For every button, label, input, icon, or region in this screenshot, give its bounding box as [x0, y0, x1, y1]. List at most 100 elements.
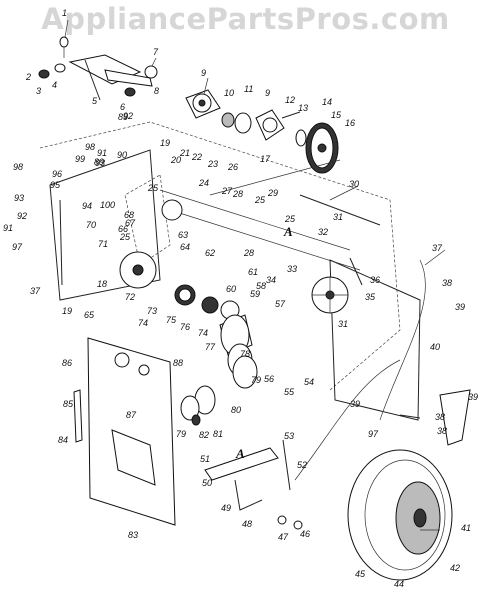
callout-28b: 28: [243, 248, 254, 258]
callout-12: 12: [285, 95, 295, 105]
callout-35: 35: [365, 292, 376, 302]
callout-37b: 37: [432, 243, 443, 253]
callout-A2: A: [235, 446, 245, 461]
tire-wheel: [347, 449, 453, 581]
callout-11: 11: [244, 84, 253, 94]
callout-65: 65: [84, 310, 95, 320]
callout-25d: 25: [284, 214, 296, 224]
callout-1: 1: [62, 8, 67, 18]
callout-49: 49: [221, 503, 231, 513]
callout-70: 70: [86, 220, 96, 230]
callout-91a: 91: [97, 148, 107, 158]
callout-28a: 28: [232, 189, 243, 199]
callout-73: 73: [147, 306, 157, 316]
callout-80: 80: [231, 405, 241, 415]
callout-24: 24: [198, 178, 209, 188]
callout-45: 45: [355, 569, 366, 579]
callout-52: 52: [297, 460, 307, 470]
callout-23: 23: [207, 159, 218, 169]
callout-36: 36: [370, 275, 380, 285]
callout-72: 72: [125, 292, 135, 302]
callout-30: 30: [349, 179, 359, 189]
callout-53: 53: [284, 431, 294, 441]
callout-16: 16: [345, 118, 355, 128]
callout-46: 46: [300, 529, 310, 539]
callout-38c: 38: [437, 426, 447, 436]
callout-37a: 37: [30, 286, 41, 296]
callout-13: 13: [298, 103, 308, 113]
callout-96: 96: [52, 169, 62, 179]
callout-57: 57: [275, 299, 286, 309]
callout-42: 42: [450, 563, 460, 573]
callout-15: 15: [331, 110, 342, 120]
callout-74b: 74: [198, 328, 208, 338]
callout-89a: 89: [118, 112, 128, 122]
callout-3: 3: [36, 86, 41, 96]
callout-19b: 19: [62, 306, 72, 316]
callout-79b: 79: [176, 429, 186, 439]
callout-89b: 89: [94, 157, 104, 167]
callout-86: 86: [62, 358, 72, 368]
lever-assembly: [204, 259, 426, 530]
callout-40: 40: [430, 342, 440, 352]
callout-81: 81: [213, 429, 223, 439]
callout-66: 66: [118, 224, 128, 234]
callout-90: 90: [117, 150, 127, 160]
callout-88: 88: [173, 358, 183, 368]
callout-4: 4: [52, 80, 57, 90]
callout-97a: 97: [12, 242, 23, 252]
callout-93a: 93: [95, 158, 105, 168]
callout-7: 7: [153, 47, 159, 57]
callout-64: 64: [180, 242, 190, 252]
callout-44: 44: [394, 579, 404, 589]
main-frame: [39, 121, 421, 421]
callout-97b: 97: [368, 429, 379, 439]
wheel-bracket: [399, 389, 471, 446]
callout-19a: 19: [160, 138, 170, 148]
callout-98b: 98: [85, 142, 95, 152]
callout-26: 26: [227, 162, 238, 172]
pulley-group: [185, 89, 339, 174]
callout-18: 18: [97, 279, 107, 289]
callout-25a: 25: [147, 183, 159, 193]
callout-38b: 38: [435, 412, 445, 422]
callout-39a: 39: [455, 302, 465, 312]
callout-56: 56: [264, 374, 274, 384]
callout-2: 2: [25, 72, 31, 82]
callout-17: 17: [260, 154, 271, 164]
callout-47: 47: [278, 532, 289, 542]
callout-39c: 39: [468, 392, 478, 402]
callout-34: 34: [266, 275, 276, 285]
callout-68: 68: [124, 210, 134, 220]
callout-63: 63: [178, 230, 188, 240]
callout-58: 58: [256, 281, 266, 291]
callout-39b: 39: [350, 399, 360, 409]
callout-A1: A: [283, 224, 293, 239]
callout-6: 6: [120, 102, 125, 112]
side-plate: [59, 199, 176, 526]
callout-50: 50: [202, 478, 212, 488]
callout-82: 82: [199, 430, 209, 440]
callout-85: 85: [63, 399, 74, 409]
callout-25c: 25: [254, 195, 266, 205]
axle-hub: [311, 257, 363, 314]
callout-32: 32: [318, 227, 328, 237]
callout-95: 95: [50, 180, 61, 190]
callout-78: 78: [240, 349, 250, 359]
callout-91b: 91: [3, 223, 13, 233]
callout-31b: 31: [338, 319, 348, 329]
callout-99: 99: [75, 154, 85, 164]
callout-10: 10: [224, 88, 234, 98]
callout-76: 76: [180, 322, 190, 332]
callout-41: 41: [461, 523, 471, 533]
callout-84: 84: [58, 435, 68, 445]
callout-61: 61: [248, 267, 258, 277]
callout-67: 67: [125, 218, 136, 228]
callout-31a: 31: [333, 212, 343, 222]
callout-59: 59: [250, 289, 260, 299]
callout-25b: 25: [119, 232, 131, 242]
callout-8: 8: [154, 86, 159, 96]
callout-93b: 93: [14, 193, 24, 203]
callout-48: 48: [242, 519, 252, 529]
